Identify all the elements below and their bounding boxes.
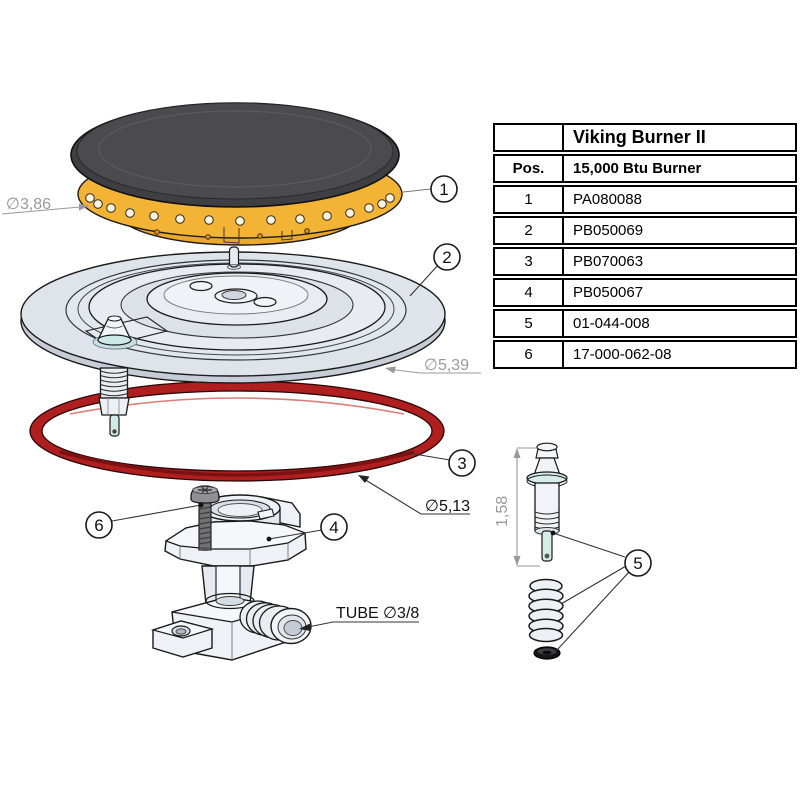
- balloon-1: 1: [430, 175, 458, 203]
- row-pos: 4: [495, 280, 564, 305]
- locating-pin: [227, 246, 241, 270]
- torx-recess: [198, 486, 212, 494]
- row-part-number: PB050067: [573, 284, 644, 301]
- dim-tube-label: TUBE ∅3/8: [336, 605, 419, 622]
- svg-text:2: 2: [442, 248, 451, 267]
- balloon-2: 2: [433, 243, 461, 271]
- skirt-pilot-holes: [154, 228, 310, 240]
- dim-plate-diameter: ∅5,39: [424, 357, 469, 374]
- balloon-6: 6: [85, 511, 113, 539]
- table-row: 1 PA080088: [493, 185, 797, 214]
- svg-text:6: 6: [94, 516, 103, 535]
- table-row: 5 01-044-008: [493, 309, 797, 338]
- valve-body: [150, 494, 312, 661]
- tube-size-callout: TUBE ∅3/8: [299, 605, 419, 631]
- dim-oring-diameter: ∅5,13: [425, 498, 470, 515]
- table-row: 3 PB070063: [493, 247, 797, 276]
- electrode-assembly: 1,58: [494, 442, 568, 660]
- dimension-callouts: ∅3,86 ∅5,39 ∅5,13 TUBE ∅3/8: [1, 196, 481, 631]
- base-plate: [20, 246, 446, 437]
- row-part-number: 01-044-008: [573, 315, 650, 332]
- hub-holes: [189, 280, 277, 308]
- dim-cap-diameter: ∅3,86: [6, 196, 51, 213]
- svg-text:4: 4: [329, 518, 338, 537]
- balloon-4: 4: [320, 513, 348, 541]
- cap-diameter-callout: ∅3,86: [1, 196, 89, 215]
- balloon-labels: 1 2 3 4 5 6: [85, 175, 652, 651]
- row-pos: 3: [495, 249, 564, 274]
- row-pos: 6: [495, 342, 564, 367]
- balloon-3: 3: [448, 449, 476, 477]
- o-ring: [29, 380, 445, 482]
- spark-electrode: [526, 442, 568, 562]
- table-title-row: Viking Burner II: [493, 123, 797, 152]
- row-pos: 2: [495, 218, 564, 243]
- spring: [528, 578, 564, 643]
- table-header-row: Pos. 15,000 Btu Burner: [493, 154, 797, 183]
- washer: [533, 646, 561, 660]
- row-pos: 1: [495, 187, 564, 212]
- tube-boss: [239, 600, 312, 645]
- row-part-number: PB050069: [573, 222, 644, 239]
- svg-text:1: 1: [439, 180, 448, 199]
- row-part-number: 17-000-062-08: [573, 346, 672, 363]
- plate-diameter-callout: ∅5,39: [385, 357, 481, 374]
- table-row: 4 PB050067: [493, 278, 797, 307]
- svg-text:3: 3: [457, 454, 466, 473]
- oring-diameter-callout: ∅5,13: [358, 475, 470, 515]
- parts-table: Viking Burner II Pos. 15,000 Btu Burner …: [493, 123, 797, 371]
- burner-cap: [70, 102, 400, 208]
- row-part-number: PA080088: [573, 191, 642, 208]
- model-column-header: 15,000 Btu Burner: [573, 160, 702, 177]
- dim-electrode-height: 1,58: [494, 496, 511, 527]
- table-row: 6 17-000-062-08: [493, 340, 797, 369]
- table-row: 2 PB050069: [493, 216, 797, 245]
- balloon-5: 5: [624, 549, 652, 577]
- mounted-igniter-electrode: [84, 315, 169, 437]
- row-part-number: PB070063: [573, 253, 644, 270]
- table-title: Viking Burner II: [573, 127, 706, 147]
- table-title-row-blank: [495, 125, 564, 150]
- pos-column-header: Pos.: [495, 156, 564, 181]
- screw: [190, 485, 220, 551]
- electrode-height-dimension: 1,58: [494, 447, 543, 567]
- burner-port-holes: [85, 193, 395, 226]
- mounting-foot: [150, 620, 215, 658]
- svg-text:5: 5: [633, 554, 642, 573]
- row-pos: 5: [495, 311, 564, 336]
